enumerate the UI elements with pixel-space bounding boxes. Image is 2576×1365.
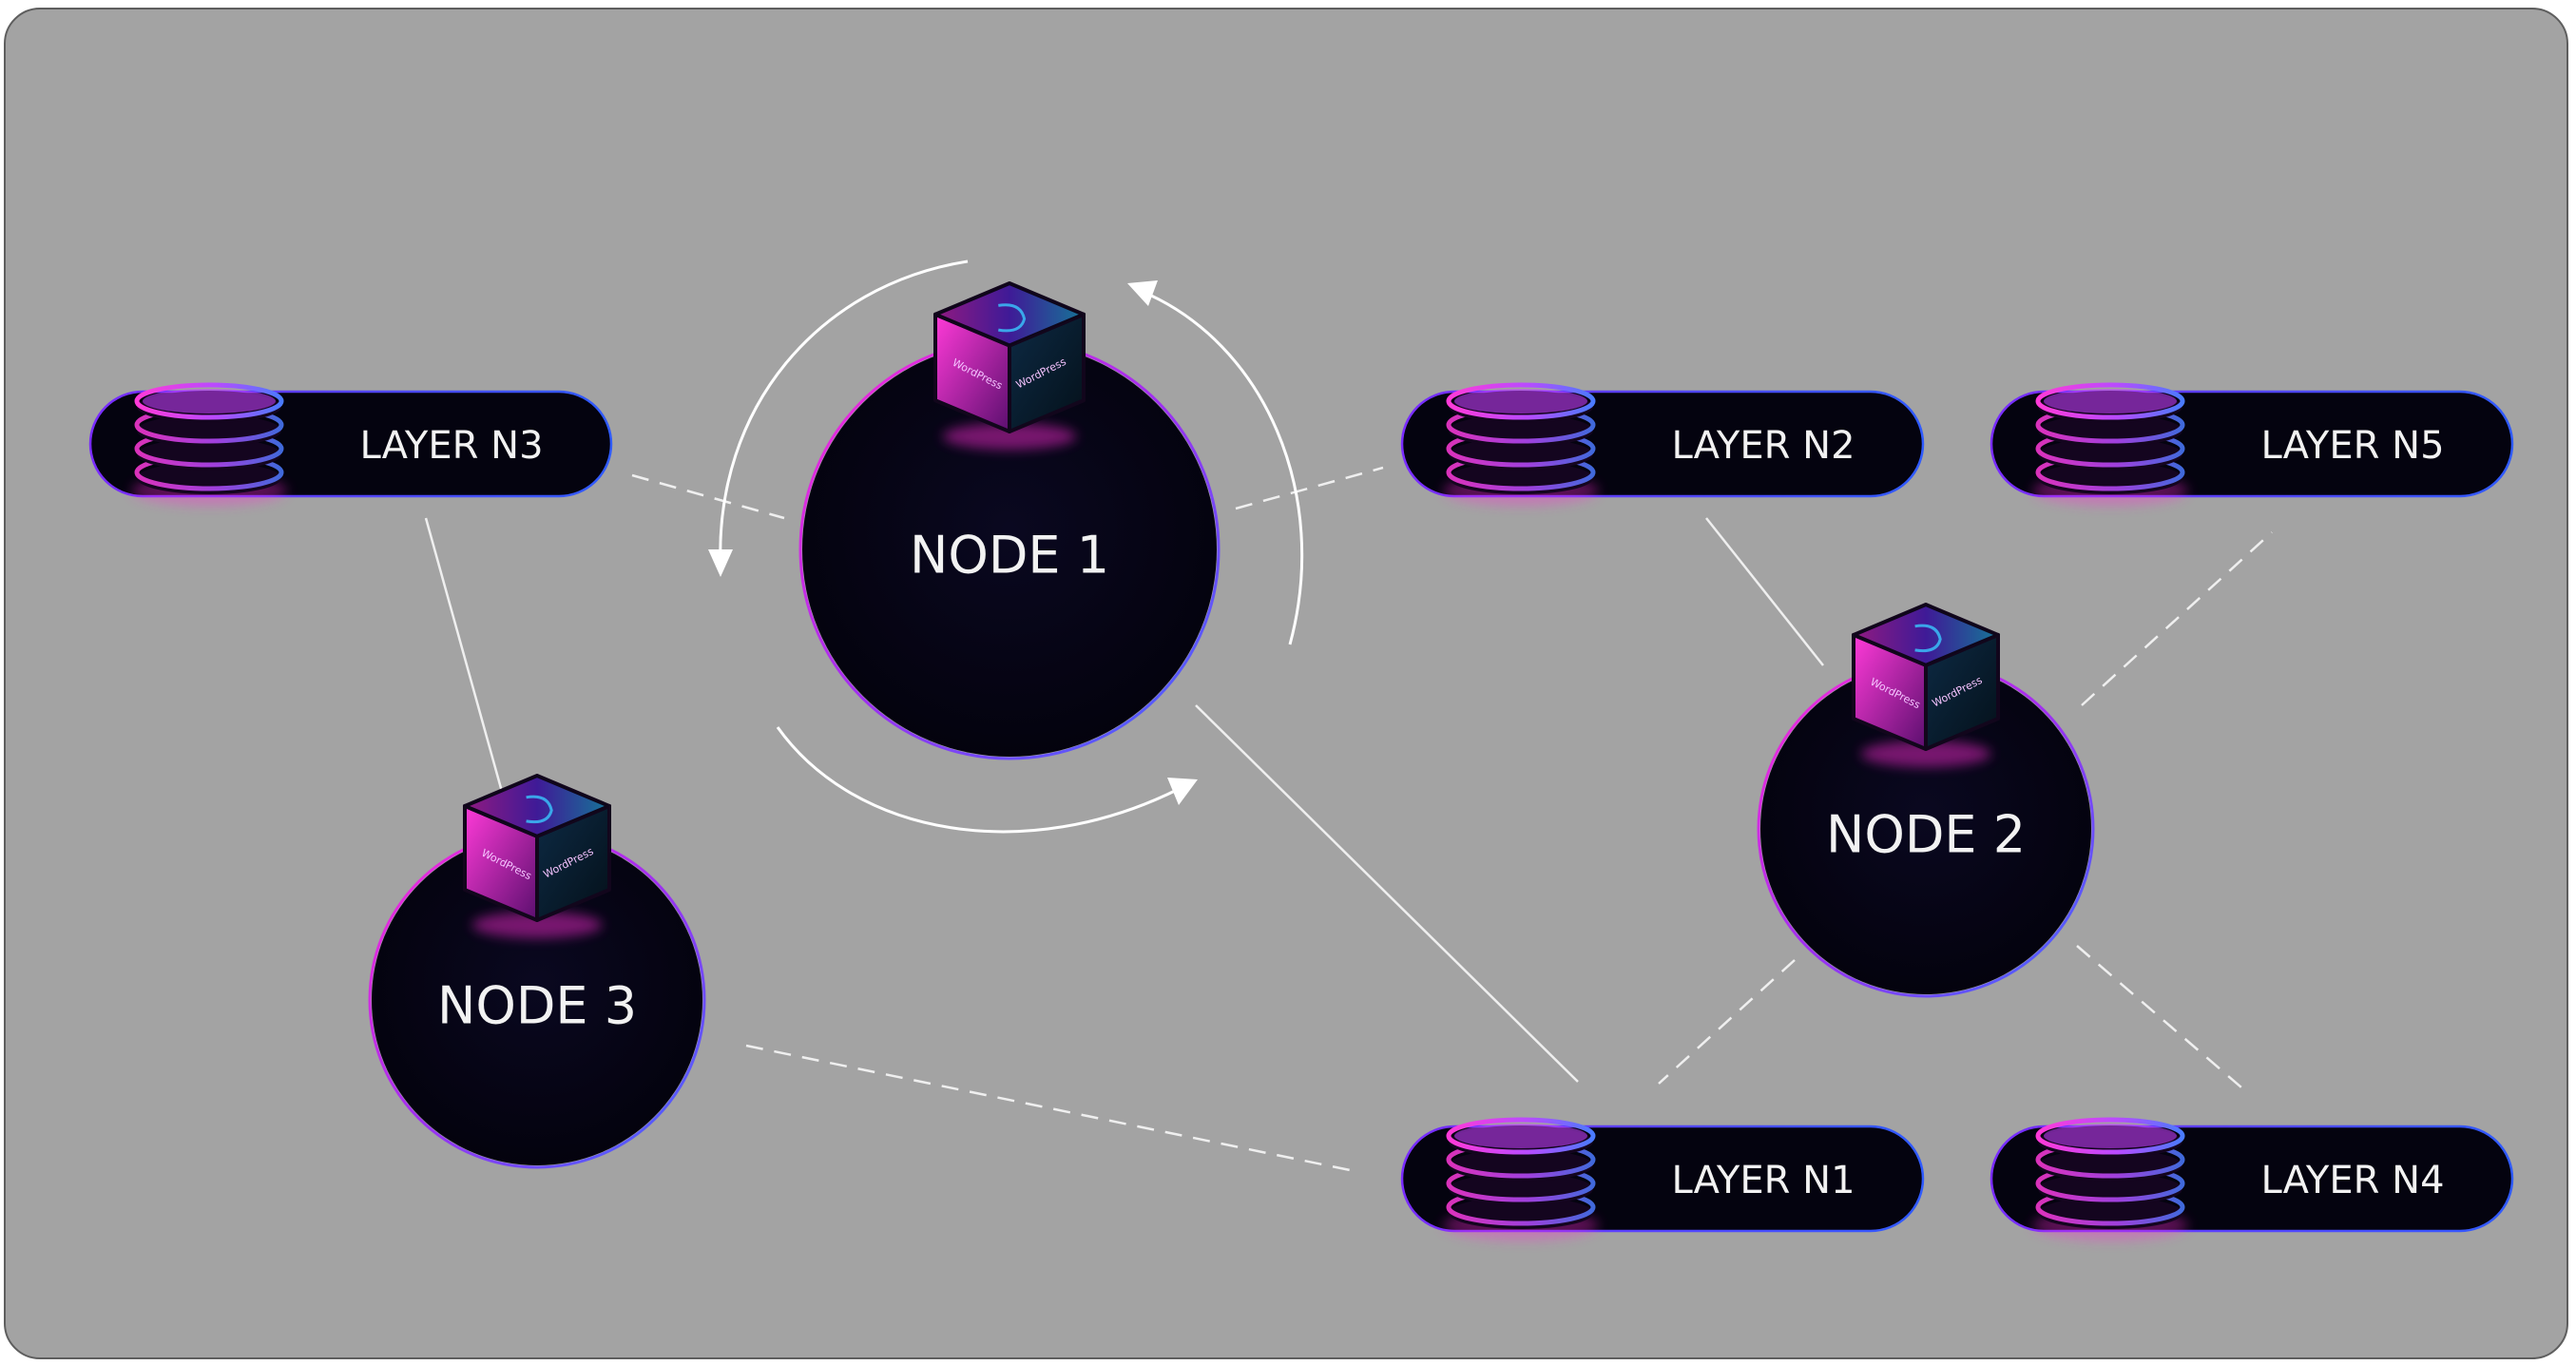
layer-label-n5: LAYER N5 — [2260, 424, 2444, 468]
cycle-arrow-bottom — [776, 726, 1180, 834]
layer-stack-icon — [2032, 1117, 2188, 1240]
layer-pill-n3: LAYER N3 — [88, 382, 613, 506]
cycle-arrow-right — [1140, 289, 1304, 645]
layer-pill-n1: LAYER N1 — [1400, 1117, 1925, 1240]
connection-n3-node3 — [424, 517, 506, 799]
layer-label-n1: LAYER N1 — [1671, 1159, 1855, 1202]
layer-group: LAYER N3 LAYER N2 LAYER N5 LAYER N1 LAYER N4 — [88, 382, 2514, 1240]
connection-node1-n2 — [1235, 466, 1384, 510]
layer-pill-n5: LAYER N5 — [1990, 382, 2514, 506]
layer-stack-icon — [1443, 382, 1599, 506]
node-circle — [802, 342, 1217, 757]
connection-node3-n1 — [745, 1044, 1355, 1173]
connection-n2-node2 — [1705, 517, 1824, 666]
layer-stack-icon — [131, 382, 287, 506]
node-label-node3: NODE 3 — [437, 976, 637, 1036]
cycle-arrowhead-right — [1127, 280, 1158, 306]
node-label-node2: NODE 2 — [1826, 805, 2026, 865]
layer-stack-icon — [2032, 382, 2188, 506]
node-label-node1: NODE 1 — [910, 526, 1109, 586]
cycle-arrowhead-bottom — [1167, 778, 1198, 805]
connection-n3-node1 — [631, 473, 785, 520]
connection-node2-n5 — [2081, 531, 2273, 706]
cycle-arrows — [708, 260, 1304, 834]
layer-label-n2: LAYER N2 — [1671, 424, 1855, 468]
connection-node1-n1 — [1195, 704, 1579, 1083]
connection-node2-n1 — [1658, 959, 1796, 1085]
layer-label-n3: LAYER N3 — [359, 424, 543, 468]
connection-lines — [424, 466, 2273, 1173]
node-circle — [372, 835, 702, 1165]
cycle-arrow-left — [719, 260, 969, 567]
layer-label-n4: LAYER N4 — [2260, 1159, 2444, 1202]
layer-pill-n4: LAYER N4 — [1990, 1117, 2514, 1240]
cycle-arrowhead-left — [708, 549, 733, 577]
connection-node2-n4 — [2076, 945, 2249, 1094]
node-circle — [1760, 663, 2091, 994]
layer-pill-n2: LAYER N2 — [1400, 382, 1925, 506]
layer-stack-icon — [1443, 1117, 1599, 1240]
